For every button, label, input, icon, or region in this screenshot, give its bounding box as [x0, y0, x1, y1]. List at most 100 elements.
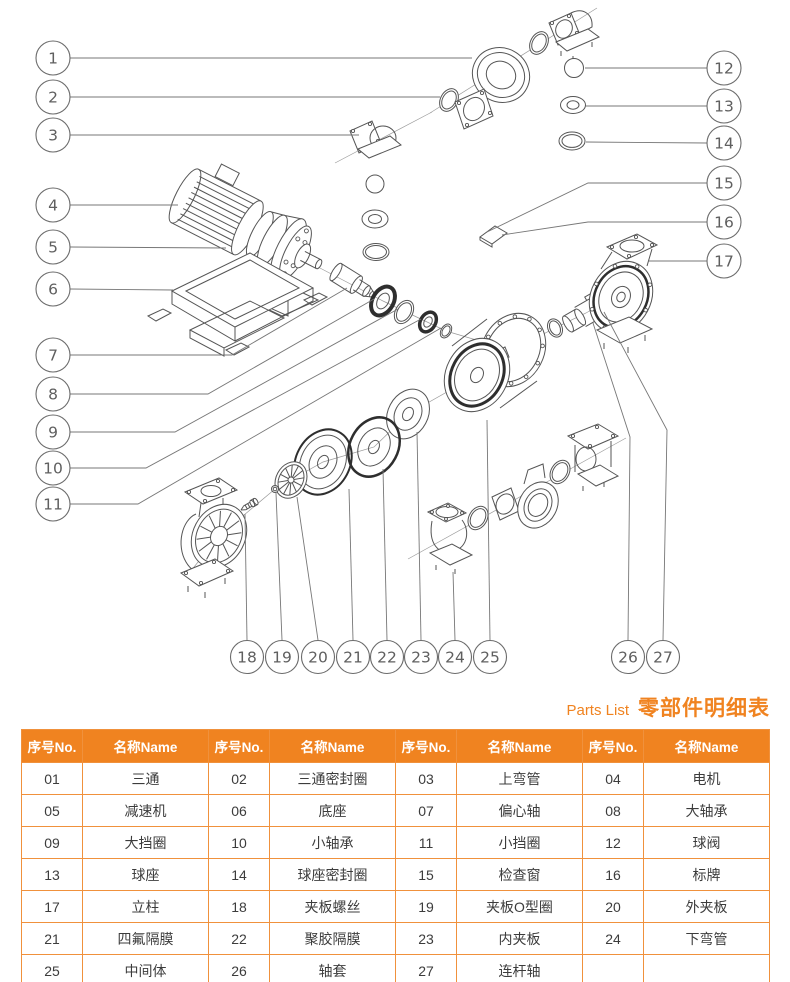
part-name-cell: 下弯管: [643, 922, 770, 955]
part-clamp-bolt: [240, 497, 259, 511]
callout-number-3: 3: [48, 127, 58, 145]
part-name-cell: [643, 954, 770, 982]
part-no-cell: 25: [21, 954, 83, 982]
part-name-cell: 减速机: [82, 794, 209, 827]
callout-number-5: 5: [48, 239, 58, 257]
part-ptfe-diaphragm: [293, 428, 353, 496]
callout-bubble-5: [35, 229, 71, 265]
callout-number-11: 11: [43, 496, 63, 514]
part-no-cell: 10: [208, 826, 270, 859]
callout-bubble-27: [645, 639, 681, 675]
callout-bubble-1: [35, 40, 71, 76]
callout-number-17: 17: [714, 253, 734, 271]
callout-10: 10: [35, 318, 422, 486]
part-tee: [454, 47, 531, 130]
callout-number-6: 6: [48, 281, 58, 299]
part-lower-o-ring-1: [467, 505, 489, 531]
part-no-cell: 08: [582, 794, 644, 827]
callout-bubble-2: [35, 79, 71, 115]
parts-header-col-no: 序号No.: [208, 729, 270, 763]
part-ball-seat-left: [361, 209, 389, 229]
callout-bubble-19: [264, 639, 300, 675]
part-no-cell: 20: [582, 890, 644, 923]
part-name-cell: 偏心轴: [456, 794, 583, 827]
callout-leader-8: [70, 298, 375, 395]
callout-leader-27: [603, 311, 668, 641]
parts-list-title: Parts List 零部件明细表: [566, 692, 770, 722]
callout-6: 6: [35, 271, 174, 307]
part-lower-seat-housing: [517, 463, 559, 529]
callout-leader-10: [70, 318, 422, 469]
callout-bubble-3: [35, 117, 71, 153]
callout-number-26: 26: [618, 649, 638, 667]
part-no-cell: 19: [395, 890, 457, 923]
part-no-cell: 16: [582, 858, 644, 891]
part-name-cell: 球阀: [643, 826, 770, 859]
part-shaft-sleeve: [562, 308, 587, 333]
parts-header-col-name: 名称Name: [82, 729, 209, 763]
callout-bubble-24: [437, 639, 473, 675]
part-rod-o-ring: [546, 318, 564, 338]
callout-8: 8: [35, 298, 375, 412]
callout-number-7: 7: [48, 347, 58, 365]
part-eccentric-shaft: [329, 262, 375, 298]
parts-list-title-zh: 零部件明细表: [638, 697, 770, 720]
parts-header-col-name: 名称Name: [456, 729, 583, 763]
callout-leader-25: [486, 419, 491, 641]
part-no-cell: 22: [208, 922, 270, 955]
callout-bubble-11: [35, 486, 71, 522]
part-name-cell: 标牌: [643, 858, 770, 891]
part-no-cell: 24: [582, 922, 644, 955]
callout-number-22: 22: [377, 649, 397, 667]
callout-bubble-23: [403, 639, 439, 675]
parts-header-col-no: 序号No.: [21, 729, 83, 763]
part-base: [146, 252, 329, 357]
callout-bubble-4: [35, 187, 71, 223]
callout-number-14: 14: [714, 135, 734, 153]
callout-20: 20: [296, 496, 336, 675]
callout-leader-24: [452, 571, 456, 641]
part-name-cell: 三通: [82, 762, 209, 795]
part-column-assembly: [588, 233, 659, 353]
callout-bubble-18: [229, 639, 265, 675]
callout-number-2: 2: [48, 89, 58, 107]
part-name-cell: 小轴承: [269, 826, 396, 859]
callout-bubble-7: [35, 337, 71, 373]
callout-14: 14: [585, 125, 742, 161]
part-no-cell: 03: [395, 762, 457, 795]
part-large-bearing: [369, 284, 397, 318]
parts-header-col-name: 名称Name: [269, 729, 396, 763]
part-no-cell: 04: [582, 762, 644, 795]
callout-bubble-12: [706, 50, 742, 86]
callout-2: 2: [35, 79, 440, 115]
callout-1: 1: [35, 40, 472, 76]
part-no-cell: 09: [21, 826, 83, 859]
part-name-cell: 检查窗: [456, 858, 583, 891]
part-name-cell: 夹板螺丝: [269, 890, 396, 923]
parts-list-title-en: Parts List: [566, 702, 629, 719]
callout-21: 21: [335, 488, 371, 675]
callout-bubble-22: [369, 639, 405, 675]
part-ball-left: [365, 174, 385, 194]
part-name-cell: 四氟隔膜: [82, 922, 209, 955]
callout-leader-11: [70, 327, 442, 505]
callout-number-24: 24: [445, 649, 465, 667]
part-no-cell: 05: [21, 794, 83, 827]
part-name-cell: 球座: [82, 858, 209, 891]
callout-leader-5: [69, 246, 227, 249]
part-no-cell: 06: [208, 794, 270, 827]
callout-leader-7: [70, 287, 348, 356]
part-column-lower: [566, 423, 620, 491]
part-no-cell: 02: [208, 762, 270, 795]
callout-bubble-20: [300, 639, 336, 675]
callout-number-21: 21: [343, 649, 363, 667]
callout-3: 3: [35, 117, 359, 153]
